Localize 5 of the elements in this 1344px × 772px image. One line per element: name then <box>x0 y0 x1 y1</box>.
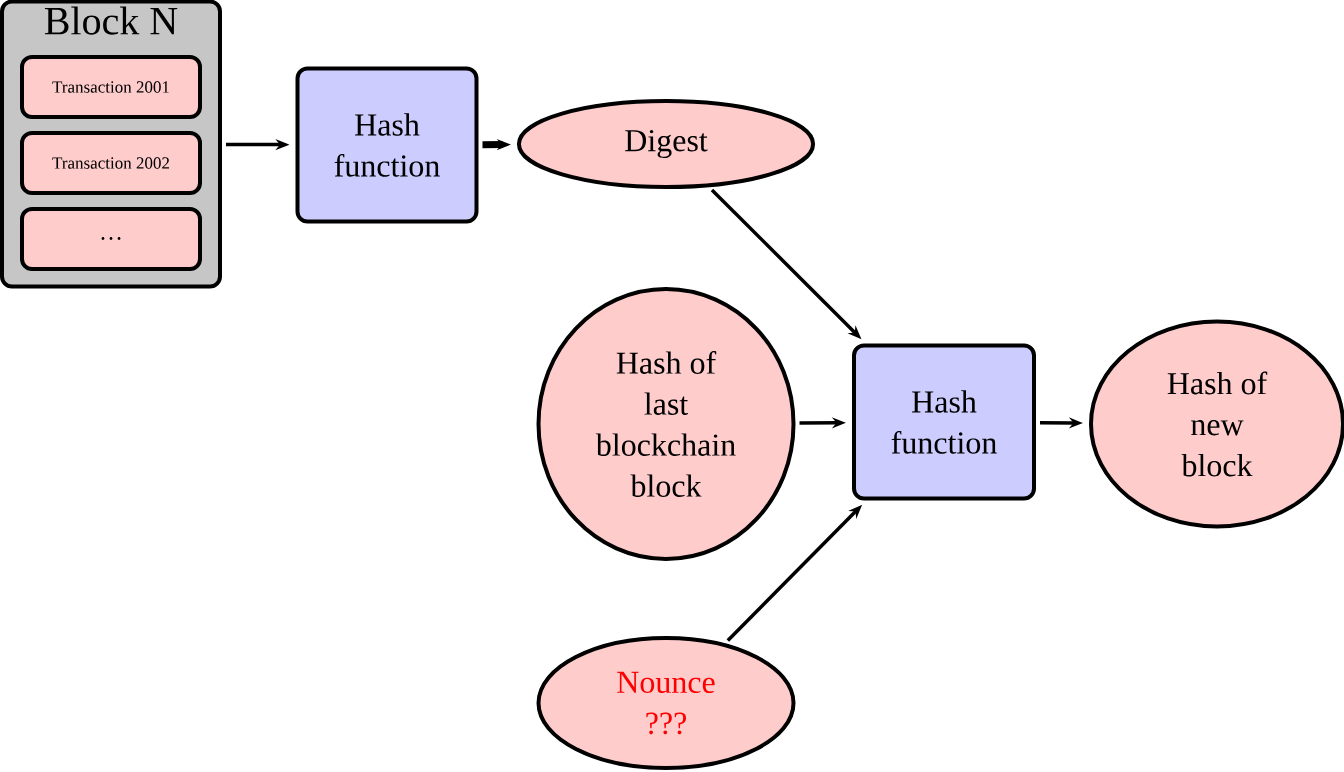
transaction-box: Transaction 2001 <box>20 55 202 119</box>
process-box: Hash function <box>295 66 479 224</box>
process-box: Hash function <box>852 343 1036 501</box>
transaction-box: … <box>20 207 202 271</box>
transaction-box: Transaction 2002 <box>20 131 202 195</box>
